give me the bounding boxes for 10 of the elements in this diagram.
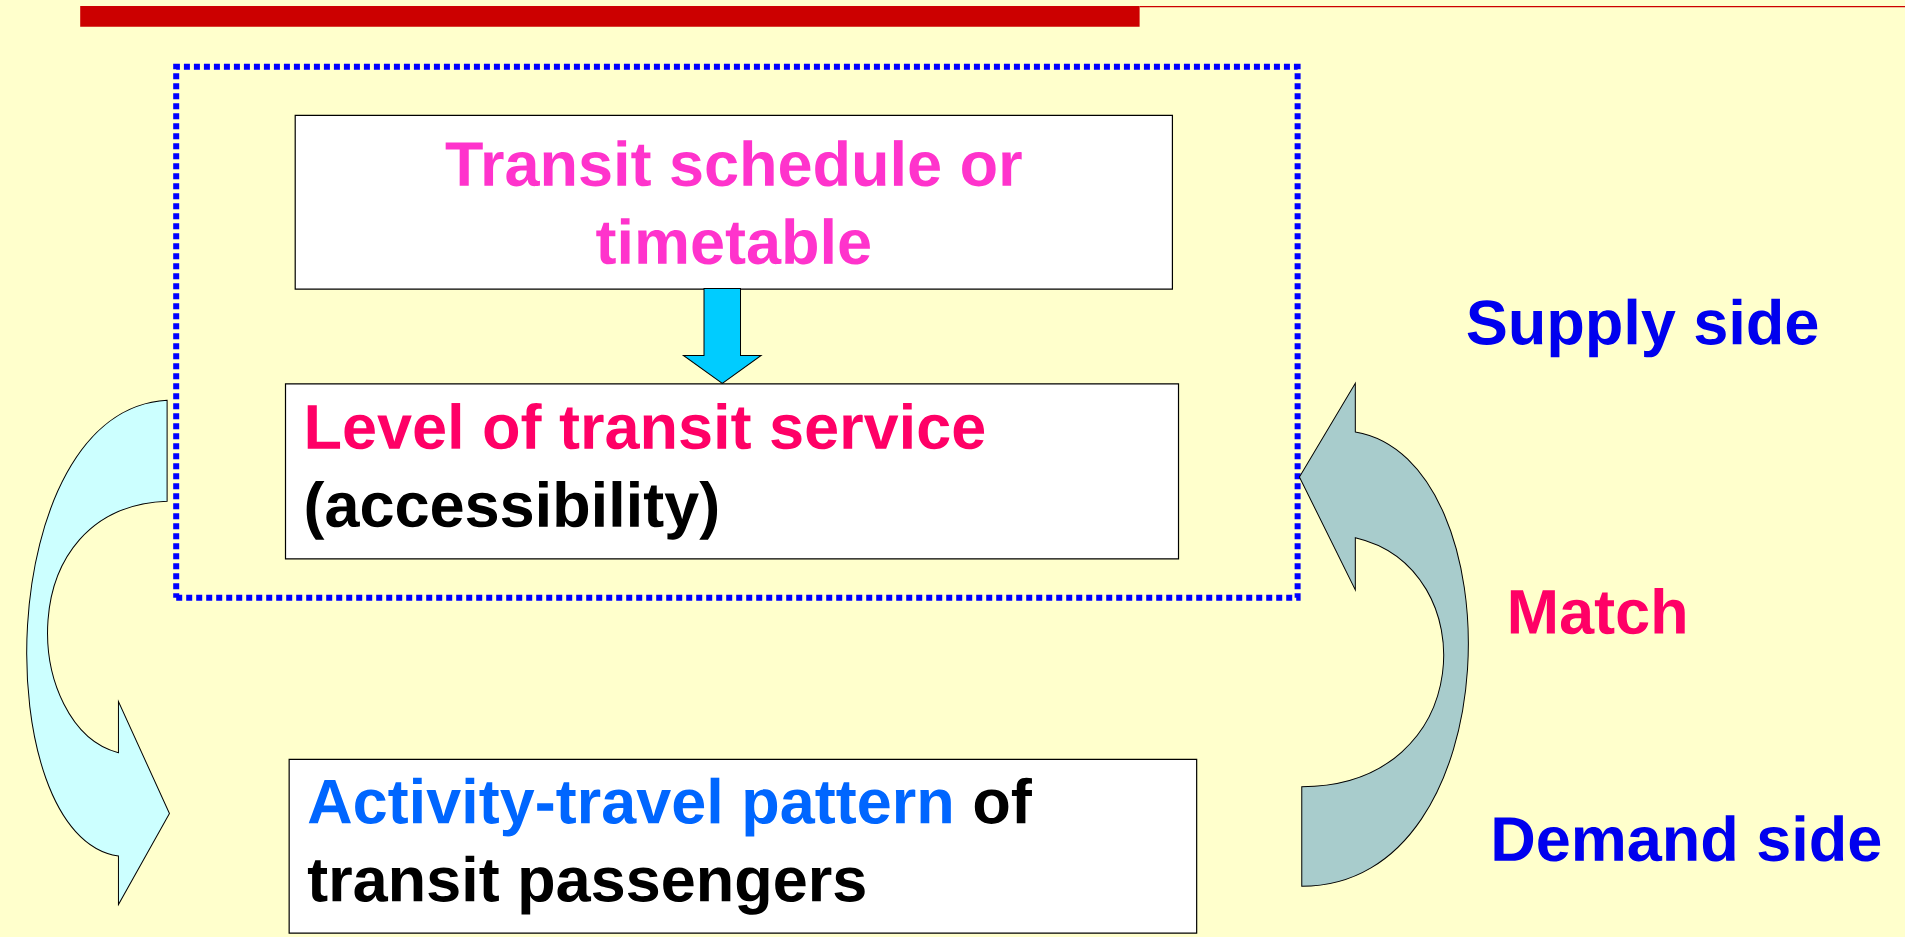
curved-arrow	[26, 399, 170, 906]
side-label: Match	[1510, 587, 1685, 635]
dotted-frame	[173, 63, 1301, 601]
curved-arrow	[1298, 382, 1468, 887]
side-label: Supply side	[1467, 298, 1818, 358]
block-arrow	[682, 288, 762, 384]
text-box: Level of transit service (accessibility)	[284, 383, 1180, 560]
text-box: Transit schedule or timetable	[294, 114, 1173, 290]
text-box: Activity-travel pattern of transit passengers	[288, 758, 1198, 934]
side-label: Demand side	[1494, 815, 1881, 862]
